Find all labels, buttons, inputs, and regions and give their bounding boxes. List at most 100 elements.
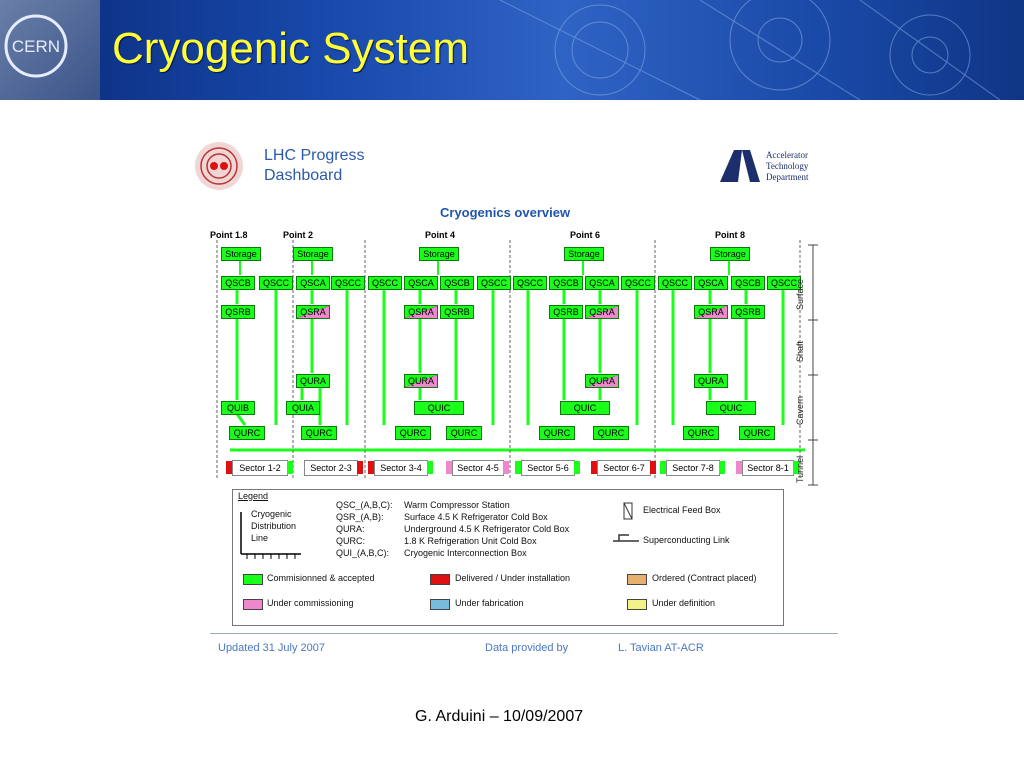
sector-3-4: Sector 3-4 bbox=[374, 460, 428, 476]
updated-date: Updated 31 July 2007 bbox=[218, 642, 326, 654]
feed-box-marker bbox=[368, 461, 374, 474]
banner-decoration bbox=[499, 0, 1001, 100]
qsca-point-2: QSCA bbox=[296, 276, 330, 290]
qsrb-point-6: QSRB bbox=[549, 305, 583, 319]
sector-8-1: Sector 8-1 bbox=[742, 460, 794, 476]
data-provider: L. Tavian AT-ACR bbox=[618, 642, 704, 654]
qurc-6: QURC bbox=[593, 426, 629, 440]
qura-point-2: QURA bbox=[296, 374, 330, 388]
dashboard-title-line2: Dashboard bbox=[264, 167, 343, 184]
status-label: Under definition bbox=[652, 598, 716, 608]
level-shaft: Shaft bbox=[795, 340, 805, 362]
level-tunnel: Tunnel bbox=[795, 455, 805, 483]
lhc-logo bbox=[195, 142, 243, 190]
status-label: Commisionned & accepted bbox=[267, 573, 375, 583]
qscb-point-6: QSCB bbox=[549, 276, 583, 290]
feed-box-marker bbox=[591, 461, 597, 474]
qscb-point-1-8: QSCB bbox=[221, 276, 255, 290]
feed-box-icon bbox=[623, 502, 633, 520]
qurc-4: QURC bbox=[446, 426, 482, 440]
point-label-2: Point 2 bbox=[283, 230, 314, 240]
qscc-point-4: QSCC bbox=[477, 276, 511, 290]
feed-box-marker bbox=[650, 461, 656, 474]
legend: Legend Cryogenic Distribution Line QSC_(… bbox=[232, 489, 784, 626]
legend-line-label-2: Distribution bbox=[251, 521, 297, 531]
distribution-line-icon bbox=[240, 512, 301, 559]
level-cavern: Cavern bbox=[795, 395, 805, 425]
data-provided-label: Data provided by bbox=[485, 642, 569, 654]
qsca-point-4: QSCA bbox=[404, 276, 438, 290]
status-swatch-definition bbox=[627, 599, 647, 610]
sector-5-6: Sector 5-6 bbox=[521, 460, 575, 476]
quic-point-8: QUIC bbox=[706, 401, 756, 415]
qscc-point-3: QSCC bbox=[368, 276, 402, 290]
abbr-code: QSR_(A,B): bbox=[336, 512, 384, 522]
quia-point-2: QUIA bbox=[286, 401, 320, 415]
qscc-point-5: QSCC bbox=[513, 276, 547, 290]
feed-box-marker bbox=[427, 461, 433, 474]
quic-point-4: QUIC bbox=[414, 401, 464, 415]
qscc-point-7: QSCC bbox=[658, 276, 692, 290]
point-label-6: Point 6 bbox=[570, 230, 601, 240]
feed-box-marker bbox=[574, 461, 580, 474]
abbr-desc: Underground 4.5 K Refrigerator Cold Box bbox=[404, 524, 570, 534]
feed-box-marker bbox=[503, 461, 509, 474]
feed-box-marker bbox=[736, 461, 742, 474]
qurc-8: QURC bbox=[739, 426, 775, 440]
status-label: Ordered (Contract placed) bbox=[652, 573, 757, 583]
storage-point-6: Storage bbox=[564, 247, 604, 261]
qura-point-4: QURA bbox=[404, 374, 438, 388]
abbr-desc: Surface 4.5 K Refrigerator Cold Box bbox=[404, 512, 548, 522]
qsrb-point-4: QSRB bbox=[440, 305, 474, 319]
department-line3: Department bbox=[766, 172, 809, 182]
legend-line-label-1: Cryogenic bbox=[251, 509, 292, 519]
qura-point-6: QURA bbox=[585, 374, 619, 388]
status-swatch-delivered bbox=[430, 574, 450, 585]
status-label: Delivered / Under installation bbox=[455, 573, 571, 583]
qscc-point-1-8: QSCC bbox=[259, 276, 293, 290]
qurc-2: QURC bbox=[301, 426, 337, 440]
department-name: Accelerator Technology Department bbox=[766, 150, 836, 183]
atd-logo bbox=[720, 150, 760, 182]
feed-box-marker bbox=[793, 461, 799, 474]
feed-box-marker bbox=[515, 461, 521, 474]
storage-point-2: Storage bbox=[293, 247, 333, 261]
header-banner: CERN Cryogenic System bbox=[0, 0, 1024, 100]
sc-link-icon bbox=[613, 534, 639, 542]
feed-box-marker bbox=[660, 461, 666, 474]
storage-point-1-8: Storage bbox=[221, 247, 261, 261]
department-line2: Technology bbox=[766, 161, 809, 171]
quic-point-6: QUIC bbox=[560, 401, 610, 415]
cern-logo: CERN bbox=[0, 0, 100, 100]
qura-point-8: QURA bbox=[694, 374, 728, 388]
dashboard-title: LHC Progress Dashboard bbox=[264, 146, 414, 186]
qsra-point-4: QSRA bbox=[404, 305, 438, 319]
abbr-desc: 1.8 K Refrigeration Unit Cold Box bbox=[404, 536, 537, 546]
qurc-3: QURC bbox=[395, 426, 431, 440]
status-swatch-commissioning bbox=[243, 599, 263, 610]
legend-title: Legend bbox=[238, 491, 269, 501]
sector-1-2: Sector 1-2 bbox=[232, 460, 288, 476]
slide-author-date: G. Arduini – 10/09/2007 bbox=[415, 708, 584, 725]
feed-box-marker bbox=[357, 461, 363, 474]
level-surface: Surface bbox=[795, 278, 805, 310]
cryogenics-overview-title: Cryogenics overview bbox=[440, 205, 571, 220]
feed-box-marker bbox=[226, 461, 232, 474]
status-label: Under fabrication bbox=[455, 598, 524, 608]
qsca-point-8: QSCA bbox=[694, 276, 728, 290]
feed-box-marker bbox=[719, 461, 725, 474]
qsra-point-6: QSRA bbox=[585, 305, 619, 319]
qurc-1: QURC bbox=[229, 426, 265, 440]
abbr-code: QSC_(A,B,C): bbox=[336, 500, 393, 510]
qsrb-point-8: QSRB bbox=[731, 305, 765, 319]
slide-title: Cryogenic System bbox=[112, 24, 470, 73]
sector-6-7: Sector 6-7 bbox=[597, 460, 651, 476]
qscc-point-2: QSCC bbox=[331, 276, 365, 290]
sc-link-label: Superconducting Link bbox=[643, 535, 730, 545]
department-line1: Accelerator bbox=[766, 150, 808, 160]
abbr-code: QURA: bbox=[336, 524, 365, 534]
storage-point-8: Storage bbox=[710, 247, 750, 261]
qscc-point-6: QSCC bbox=[621, 276, 655, 290]
footer-divider bbox=[210, 633, 838, 634]
